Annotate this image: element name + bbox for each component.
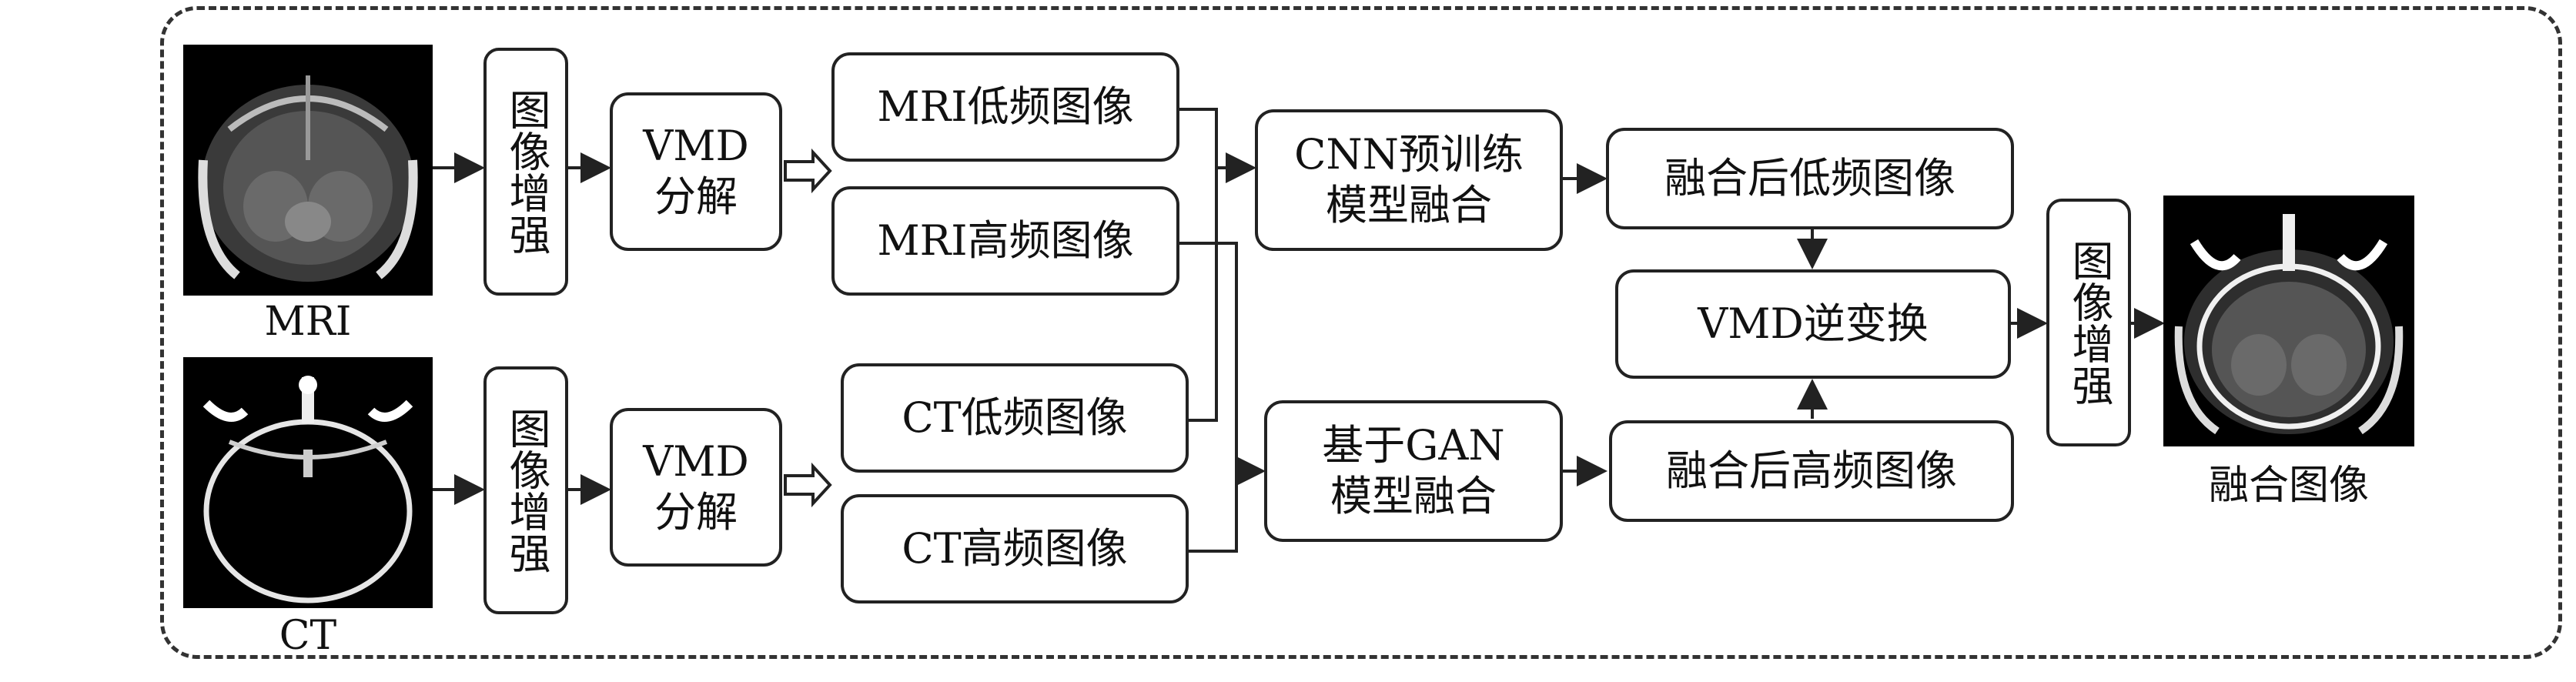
vmd-decompose-box-mri: VMD 分解 xyxy=(610,92,782,251)
enhance-box-mri: 图像增强 xyxy=(483,48,568,296)
dashed-outer-frame xyxy=(160,6,2562,659)
mri-input-image xyxy=(183,45,433,296)
fused-low-freq-box: 融合后低频图像 xyxy=(1606,128,2014,229)
fused-high-freq-box: 融合后高频图像 xyxy=(1609,420,2014,522)
enhance-box-output: 图像增强 xyxy=(2046,199,2131,446)
vmd-inverse-box: VMD逆变换 xyxy=(1615,269,2011,379)
hollow-arrow-bottom xyxy=(784,462,832,508)
ct-label: CT xyxy=(279,613,337,659)
ct-input-image xyxy=(183,357,433,608)
mri-label: MRI xyxy=(264,299,352,345)
hollow-arrow-top xyxy=(784,148,832,194)
fused-image-label: 融合图像 xyxy=(2208,463,2369,509)
ct-high-freq-box: CT高频图像 xyxy=(841,494,1189,603)
enhance-box-ct: 图像增强 xyxy=(483,366,568,614)
gan-fusion-box: 基于GAN 模型融合 xyxy=(1264,400,1563,542)
ct-low-freq-box: CT低频图像 xyxy=(841,363,1189,473)
line-ct-low-to-cnn xyxy=(1189,168,1218,422)
line-mri-high-to-gan xyxy=(1178,242,1266,486)
mri-high-freq-box: MRI高频图像 xyxy=(831,186,1179,296)
cnn-fusion-box: CNN预训练 模型融合 xyxy=(1255,109,1563,251)
line-ct-high-to-gan xyxy=(1189,471,1238,553)
vmd-decompose-box-ct: VMD 分解 xyxy=(610,408,782,567)
fused-output-image xyxy=(2163,196,2414,446)
line-mri-low-to-cnn xyxy=(1178,108,1256,183)
mri-low-freq-box: MRI低频图像 xyxy=(831,52,1179,162)
